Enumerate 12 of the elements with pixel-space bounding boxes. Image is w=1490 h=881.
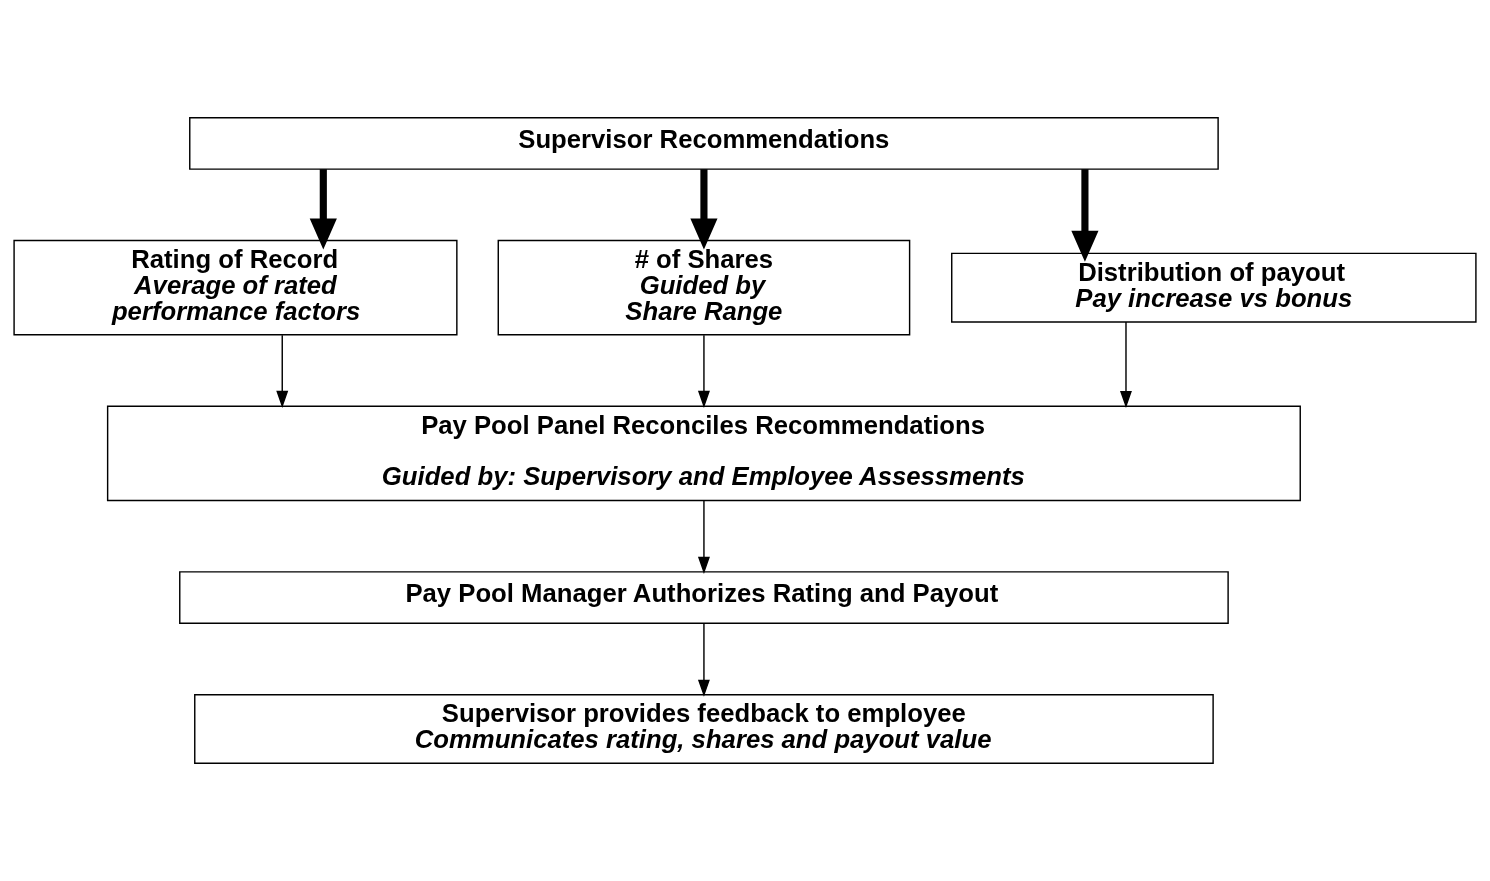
node-box: Pay Pool Panel Reconciles Recommendations Guided by: Supervisory and Employee Assessments xyxy=(106,405,1301,502)
node-box: Pay Pool Manager Authorizes Rating and Payout xyxy=(179,571,1229,625)
node-box: Supervisor Recommendations xyxy=(189,117,1219,170)
arrow xyxy=(1120,321,1132,409)
node-box: # of Shares Guided by Share Range xyxy=(497,239,911,336)
arrow xyxy=(697,622,710,697)
arrow xyxy=(697,499,710,574)
node-box: Supervisor provides feedback to employee Communicates rating, shares and payout value xyxy=(194,694,1214,764)
node-box: Distribution of payout Pay increase vs bonus xyxy=(951,252,1477,323)
arrow xyxy=(276,334,289,409)
node-box: Rating of Record Average of rated performance factors xyxy=(13,239,458,336)
arrow xyxy=(697,334,710,409)
